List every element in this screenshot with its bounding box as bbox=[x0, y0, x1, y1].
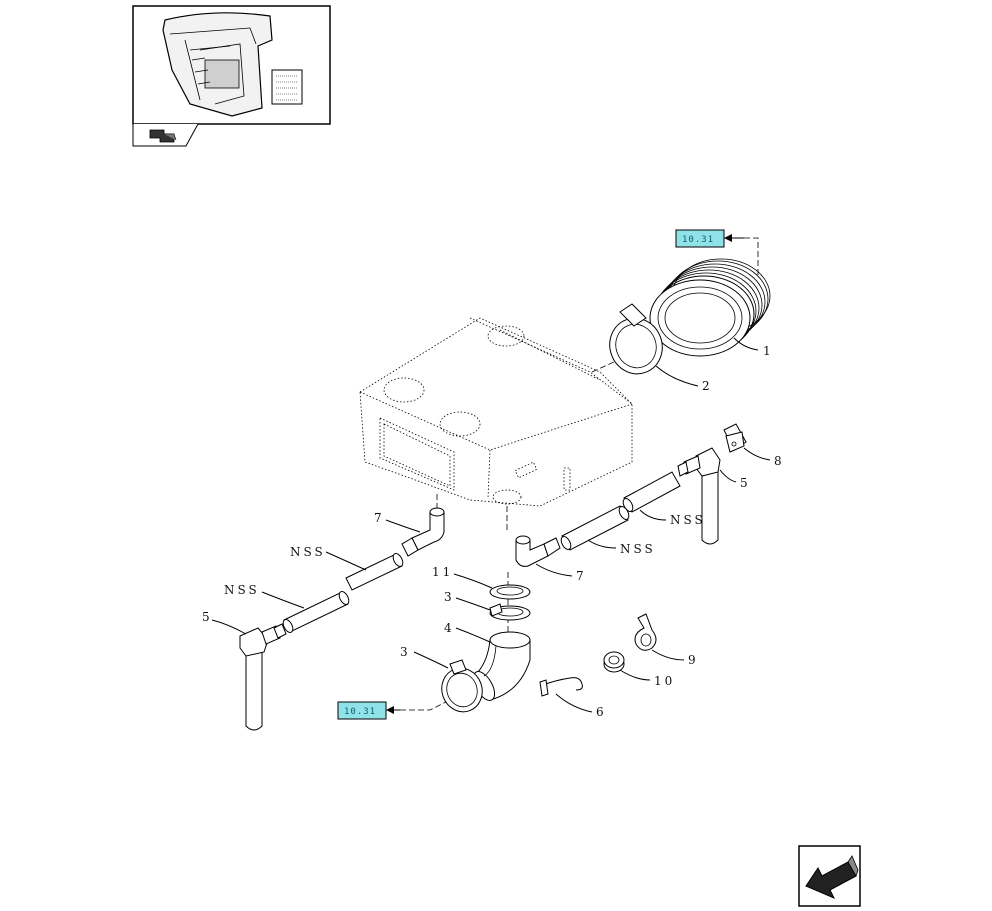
callout-nss-right-upper: NSS bbox=[670, 513, 706, 527]
part-4-elbow-duct[interactable] bbox=[469, 631, 531, 704]
callout-7-center: 7 bbox=[576, 569, 587, 583]
callout-5-left: 5 bbox=[202, 610, 213, 624]
svg-text:10.31: 10.31 bbox=[682, 235, 714, 245]
callout-nss-left-upper: NSS bbox=[290, 545, 326, 559]
callout-5-right: 5 bbox=[740, 476, 751, 490]
callout-11: 11 bbox=[432, 565, 453, 579]
part-10-grommet[interactable] bbox=[603, 651, 625, 673]
callout-9: 9 bbox=[688, 653, 699, 667]
cab-thumbnail[interactable] bbox=[132, 5, 331, 147]
callout-10: 10 bbox=[654, 674, 675, 688]
ref-box-top[interactable]: 10.31 bbox=[675, 229, 725, 248]
part-5-elbow-pipe-right[interactable] bbox=[677, 447, 721, 545]
svg-text:10.31: 10.31 bbox=[344, 707, 376, 717]
part-7-elbow-center[interactable] bbox=[515, 535, 561, 567]
callout-2: 2 bbox=[702, 379, 713, 393]
part-3-clamp-lower[interactable] bbox=[436, 659, 489, 718]
previous-page-arrow-icon[interactable] bbox=[798, 845, 861, 907]
callout-6: 6 bbox=[596, 705, 607, 719]
part-3-clamp-upper[interactable] bbox=[489, 603, 531, 621]
part-7-elbow-left[interactable] bbox=[401, 507, 445, 557]
callout-7-left: 7 bbox=[374, 511, 385, 525]
callout-3-lower: 3 bbox=[400, 645, 411, 659]
callout-1: 1 bbox=[763, 344, 774, 358]
callout-nss-right-lower: NSS bbox=[620, 542, 656, 556]
ref-box-bottom[interactable]: 10.31 bbox=[337, 701, 387, 720]
hose-left-lower[interactable] bbox=[281, 590, 351, 634]
hose-left-upper[interactable] bbox=[345, 552, 405, 591]
part-11-seal-ring[interactable] bbox=[489, 584, 531, 600]
hose-right-lower[interactable] bbox=[559, 505, 631, 551]
callout-nss-left-lower: NSS bbox=[224, 583, 260, 597]
part-2-hose-clamp[interactable] bbox=[602, 303, 670, 381]
hose-right-upper[interactable] bbox=[621, 471, 681, 513]
part-6-clip[interactable] bbox=[539, 677, 583, 697]
callout-3-upper: 3 bbox=[444, 590, 455, 604]
heater-housing bbox=[359, 317, 633, 507]
part-1-corrugated-duct[interactable] bbox=[649, 258, 771, 357]
callout-8: 8 bbox=[774, 454, 785, 468]
part-8-bracket[interactable] bbox=[723, 423, 747, 453]
nav-tab-icon[interactable] bbox=[149, 129, 177, 143]
callout-4: 4 bbox=[444, 621, 455, 635]
part-5-elbow-pipe-left[interactable] bbox=[239, 623, 287, 731]
part-9-p-clip[interactable] bbox=[634, 613, 657, 651]
